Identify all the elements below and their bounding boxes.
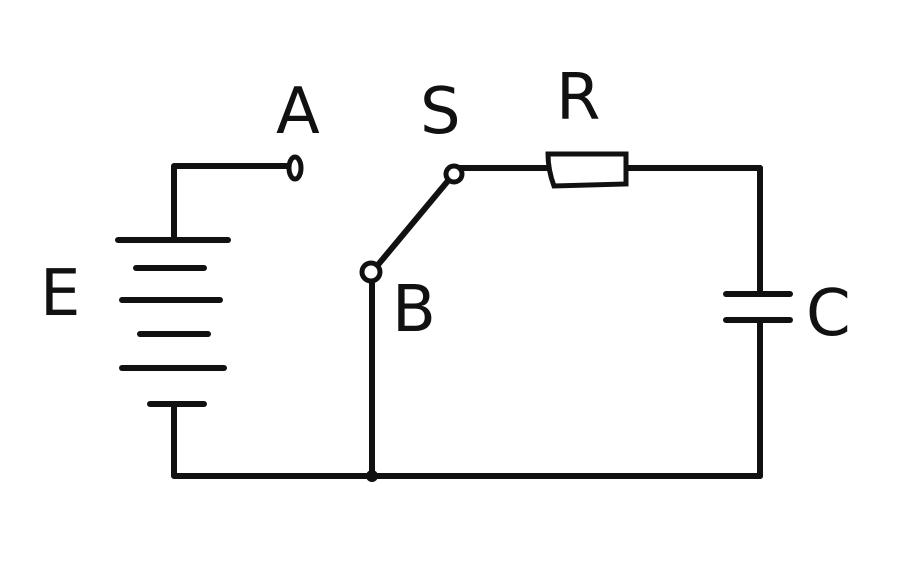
label-B: B — [392, 273, 436, 347]
label-S: S — [420, 75, 461, 149]
wire-battery-to-A — [171, 163, 291, 243]
battery-E — [115, 237, 231, 407]
resistor-R — [545, 151, 629, 189]
terminal-A — [286, 154, 304, 182]
label-E: E — [40, 257, 81, 331]
terminal-S — [443, 163, 465, 185]
label-A: A — [276, 75, 320, 149]
label-C: C — [806, 277, 851, 351]
label-R: R — [556, 61, 601, 135]
wire-battery-to-bottom — [171, 401, 375, 479]
junction-node — [366, 470, 378, 482]
capacitor-C — [723, 291, 793, 323]
terminal-B — [359, 260, 383, 284]
switch-S — [286, 154, 465, 284]
switch-blade — [369, 173, 455, 275]
